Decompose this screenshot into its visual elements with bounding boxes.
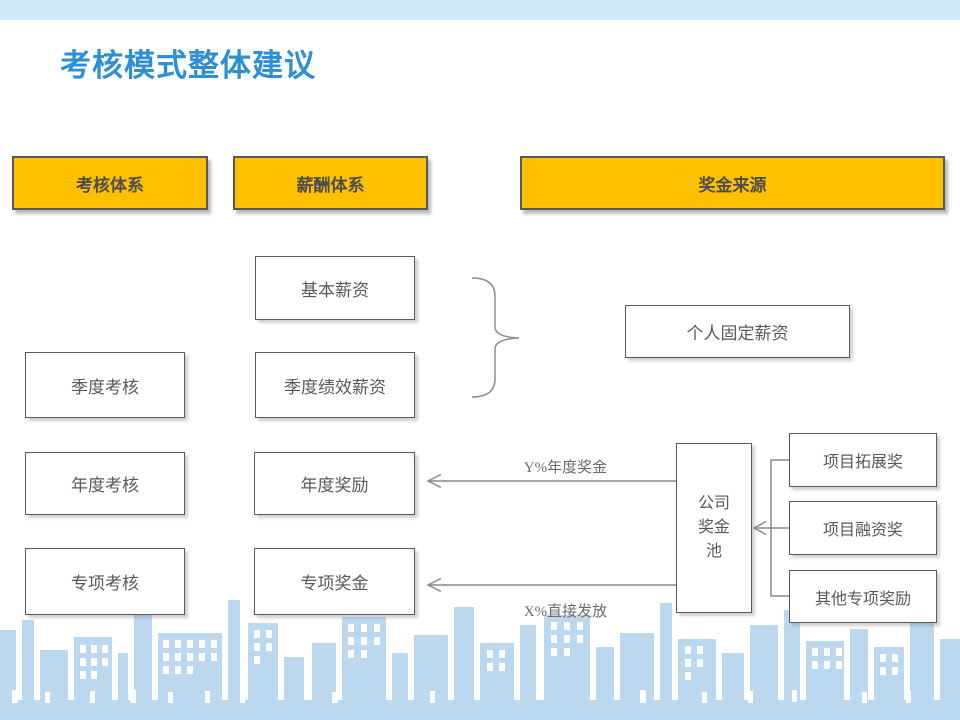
header-label: 薪酬体系 [296,175,365,195]
box-quarter-assessment: 季度考核 [25,352,185,418]
header-label: 奖金来源 [698,175,767,195]
box-quarter-performance-salary: 季度绩效薪资 [255,352,415,418]
pool-inflow-arrow-head [752,520,767,536]
box-other-special-award: 其他专项奖励 [789,570,937,623]
label-direct-payout-percent: X%直接发放 [523,604,608,620]
header-assessment-system: 考核体系 [12,156,208,210]
header-compensation-system: 薪酬体系 [233,156,428,210]
grouping-brace [471,277,520,398]
box-annual-reward: 年度奖励 [254,452,415,515]
header-label: 考核体系 [76,175,144,195]
box-personal-fixed-salary: 个人固定薪资 [625,305,850,358]
box-special-assessment: 专项考核 [25,548,185,615]
city-skyline-decoration [0,600,960,720]
box-base-salary: 基本薪资 [255,256,415,320]
header-bonus-source: 奖金来源 [520,156,945,210]
label-annual-bonus-percent: Y%年度奖金 [523,460,608,476]
box-project-financing-award: 项目融资奖 [789,501,937,555]
page-title: 考核模式整体建议 [60,48,316,83]
box-annual-assessment: 年度考核 [25,452,185,515]
box-project-expansion-award: 项目拓展奖 [789,433,937,487]
annual-bonus-arrow-head [426,473,442,489]
box-special-bonus: 专项奖金 [254,548,415,615]
direct-payout-arrow-head [426,577,442,593]
box-company-bonus-pool: 公司 奖金 池 [676,443,752,613]
top-accent-bar [0,0,960,20]
